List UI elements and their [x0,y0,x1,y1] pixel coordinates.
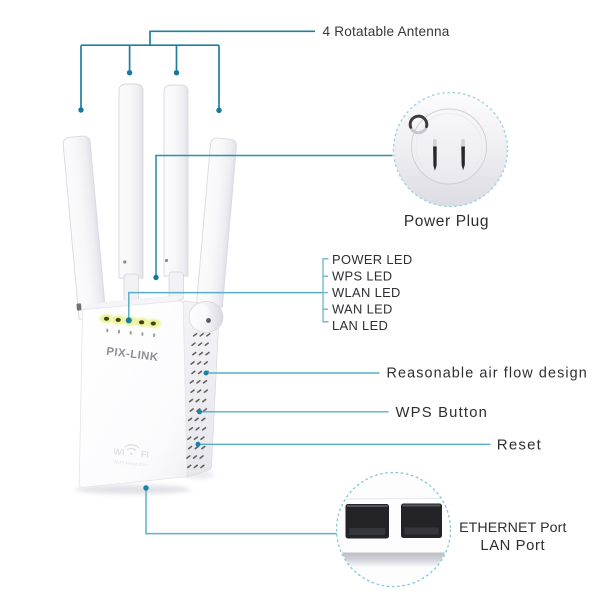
svg-text:POWER LED: POWER LED [332,252,413,267]
svg-text:Power Plug: Power Plug [404,213,489,230]
svg-text:LAN Port: LAN Port [480,538,545,554]
svg-text:WPS Button: WPS Button [396,405,489,421]
svg-text:Reset: Reset [497,436,542,453]
svg-text:LAN LED: LAN LED [332,318,388,333]
svg-text:FI: FI [140,449,149,460]
svg-text:WiFi Repeater: WiFi Repeater [113,460,148,469]
svg-text:4 Rotatable Antenna: 4 Rotatable Antenna [323,24,450,39]
svg-text:ETHERNET Port: ETHERNET Port [459,520,566,536]
svg-text:WPS LED: WPS LED [332,269,392,284]
svg-text:Reasonable air flow design: Reasonable air flow design [387,366,588,382]
svg-text:WLAN LED: WLAN LED [332,285,401,300]
svg-text:WAN LED: WAN LED [332,302,393,317]
svg-text:WI: WI [113,447,125,458]
